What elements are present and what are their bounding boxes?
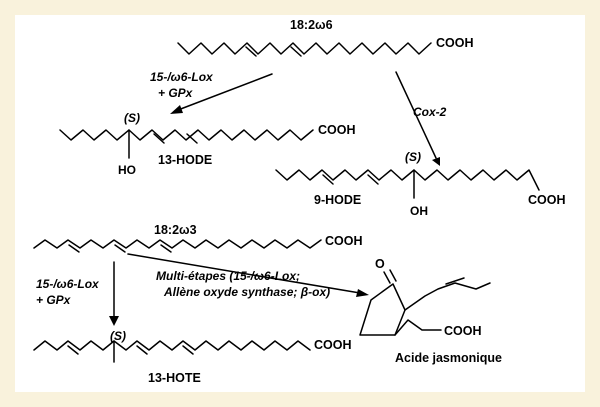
label-9-hode: 9-HODE (314, 193, 361, 207)
arrowhead-lox-top (170, 105, 183, 114)
enzyme-cox-2: Cox-2 (413, 105, 447, 119)
structure-18-2-w3 (33, 239, 322, 253)
structure-9-hode (275, 169, 540, 199)
arrowhead-multistep (356, 289, 369, 297)
enzyme-lox-bottom-line1: 15-/ω6-Lox (36, 277, 100, 291)
cooh-13-hode: COOH (318, 123, 356, 137)
structure-13-hode (59, 129, 314, 159)
label-jasmonic-acid: Acide jasmonique (395, 351, 502, 365)
cooh-top-substrate: COOH (436, 36, 474, 50)
label-13-hode: 13-HODE (158, 153, 212, 167)
structure-18-2-w6 (177, 42, 432, 57)
structure-13-hote (33, 340, 311, 363)
stereo-13-hote: (S) (110, 329, 126, 343)
hydroxyl-13-hode: HO (118, 163, 136, 177)
stereo-13-hode: (S) (124, 111, 140, 125)
multistep-line2: Allène oxyde synthase; β-ox) (163, 285, 330, 299)
enzyme-lox-top-line1: 15-/ω6-Lox (150, 70, 214, 84)
structure-jasmonic-acid (359, 269, 491, 336)
enzyme-lox-bottom-line2: + GPx (36, 293, 72, 307)
hydroxyl-9-hode: OH (410, 204, 428, 218)
label-18-2-w6: 18:2ω6 (290, 18, 333, 32)
multistep-line1: Multi-étapes (15-/ω6-Lox; (156, 269, 300, 283)
arrowhead-cox-2 (432, 157, 440, 166)
label-18-2-w3: 18:2ω3 (154, 223, 197, 237)
stereo-9-hode: (S) (405, 150, 421, 164)
enzyme-lox-top-line2: + GPx (158, 86, 194, 100)
ketone-oxygen: O (375, 257, 385, 271)
cooh-jasmonic: COOH (444, 324, 482, 338)
cooh-13-hote: COOH (314, 338, 352, 352)
arrow-15-lox-top (177, 73, 273, 111)
content-panel (15, 15, 585, 392)
cooh-bottom-substrate: COOH (325, 234, 363, 248)
arrowhead-lox-bottom (109, 316, 119, 326)
cooh-9-hode: COOH (528, 193, 566, 207)
arrow-multistep (127, 253, 361, 294)
label-13-hote: 13-HOTE (148, 371, 201, 385)
arrow-cox-2 (395, 71, 437, 159)
